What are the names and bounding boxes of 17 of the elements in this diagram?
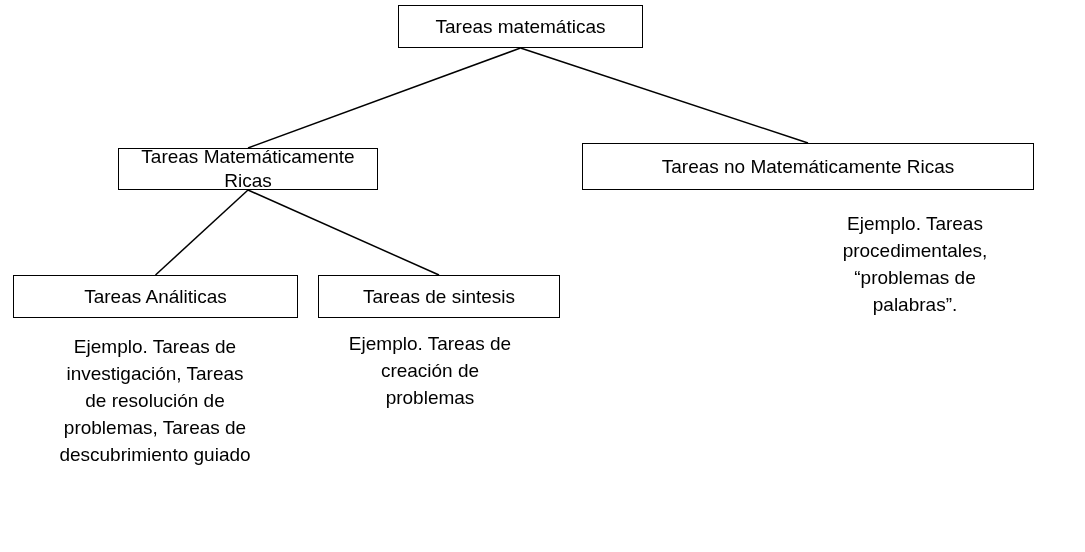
connector-line (154, 189, 249, 276)
category-title: Tareas no Matemáticamente Ricas (661, 154, 955, 179)
example-text: Ejemplo. Tareas de creación de problemas (347, 332, 513, 410)
connector-line (519, 47, 809, 144)
category-box (582, 143, 1034, 190)
category-title: Tareas de sintesis (362, 284, 516, 309)
connector-line (247, 47, 522, 149)
example-text: Ejemplo. Tareas procedimentales, “problemas de palabras”. (841, 212, 989, 317)
category-title: Tareas Análiticas (84, 284, 227, 309)
example-text: Ejemplo. Tareas de investigación, Tareas de resolución de problemas, Tareas de descubrimiento guiado (58, 335, 252, 467)
category-box (13, 275, 298, 318)
connector-line (247, 189, 440, 276)
category-box (118, 148, 378, 190)
category-box (318, 275, 560, 318)
category-title: Tareas Matemáticamente Ricas (140, 145, 356, 193)
category-box (398, 5, 643, 48)
category-title: Tareas matemáticas (435, 14, 606, 39)
